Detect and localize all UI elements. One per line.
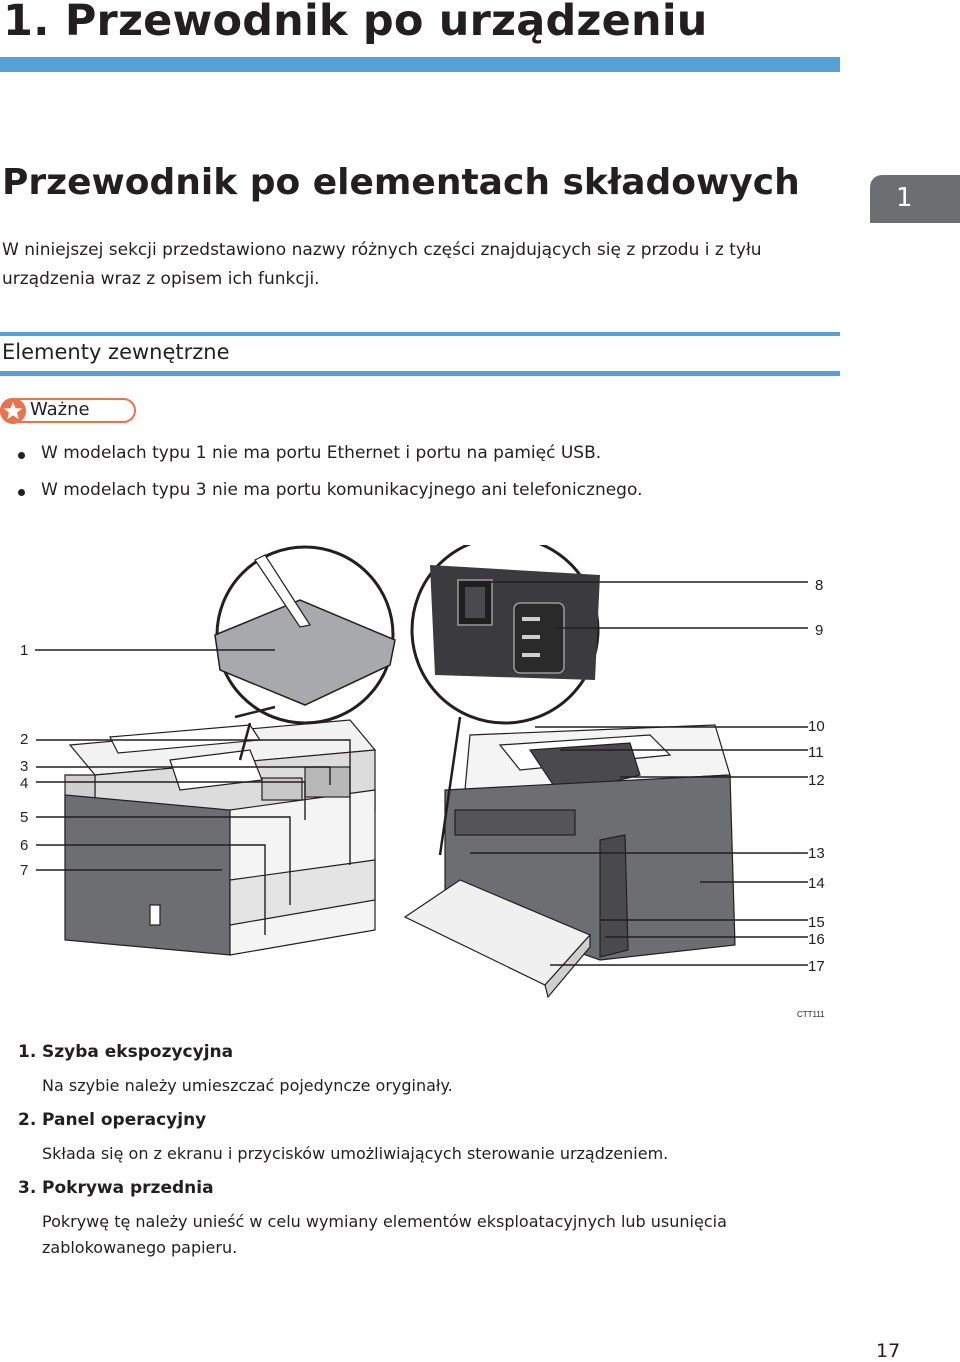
subsection-rule-top — [0, 332, 840, 336]
item-number: 1. — [18, 1042, 37, 1062]
callout-1: 1 — [20, 642, 28, 659]
item-description: Składa się on z ekranu i przycisków umoż… — [42, 1144, 669, 1163]
callout-6: 6 — [20, 837, 28, 854]
page-number: 17 — [876, 1340, 901, 1362]
callout-4: 4 — [20, 775, 28, 792]
important-item: W modelach typu 3 nie ma portu komunikac… — [18, 480, 642, 500]
item-title: 3.Pokrywa przednia — [18, 1178, 214, 1198]
important-item: W modelach typu 1 nie ma portu Ethernet … — [18, 443, 601, 463]
zoom-circle-scanner-glass — [214, 545, 396, 761]
callout-5: 5 — [20, 809, 28, 826]
figure-code: CTT111 — [797, 1010, 825, 1019]
callout-13: 13 — [808, 845, 825, 862]
subsection-rule-bottom — [0, 371, 840, 376]
item-title: 2.Panel operacyjny — [18, 1110, 206, 1130]
callout-12: 12 — [808, 772, 825, 789]
callout-3: 3 — [20, 758, 28, 775]
chapter-tab[interactable]: 1 — [870, 175, 960, 223]
callout-10: 10 — [808, 718, 825, 735]
item-description: Na szybie należy umieszczać pojedyncze o… — [42, 1076, 453, 1095]
callout-11: 11 — [808, 744, 824, 761]
device-illustration: 1 2 3 4 5 6 7 8 9 10 11 12 13 14 15 16 1… — [20, 545, 825, 999]
callout-2: 2 — [20, 731, 28, 748]
item-number: 2. — [18, 1110, 37, 1130]
chapter-tab-label: 1 — [896, 183, 913, 213]
chapter-title: 1. Przewodnik po urządzeniu — [3, 0, 708, 46]
item-title-text: Panel operacyjny — [42, 1110, 207, 1130]
callout-15: 15 — [808, 914, 825, 931]
important-item-text: W modelach typu 3 nie ma portu komunikac… — [41, 480, 643, 500]
callout-14: 14 — [808, 875, 825, 892]
item-number: 3. — [18, 1178, 37, 1198]
callout-leaders — [35, 581, 808, 966]
item-title-text: Szyba ekspozycyjna — [42, 1042, 234, 1062]
important-item-text: W modelach typu 1 nie ma portu Ethernet … — [41, 443, 602, 463]
star-icon — [0, 398, 26, 424]
item-title: 1.Szyba ekspozycyjna — [18, 1042, 233, 1062]
important-label: Ważne — [30, 399, 90, 420]
section-intro: W niniejszej sekcji przedstawiono nazwy … — [2, 240, 762, 289]
subsection-title: Elementy zewnętrzne — [2, 340, 230, 364]
callout-8: 8 — [815, 577, 823, 594]
callout-16: 16 — [808, 931, 825, 948]
item-title-text: Pokrywa przednia — [42, 1178, 214, 1198]
front-printer-drawing — [64, 719, 377, 956]
callout-7: 7 — [20, 862, 28, 879]
chapter-divider — [0, 57, 840, 72]
callout-17: 17 — [808, 958, 825, 975]
rear-printer-drawing — [403, 724, 736, 999]
zoom-circle-power-socket — [410, 545, 600, 856]
section-title: Przewodnik po elementach składowych — [2, 162, 800, 203]
callout-9: 9 — [815, 622, 823, 639]
item-description: Pokrywę tę należy unieść w celu wymiany … — [42, 1212, 727, 1257]
